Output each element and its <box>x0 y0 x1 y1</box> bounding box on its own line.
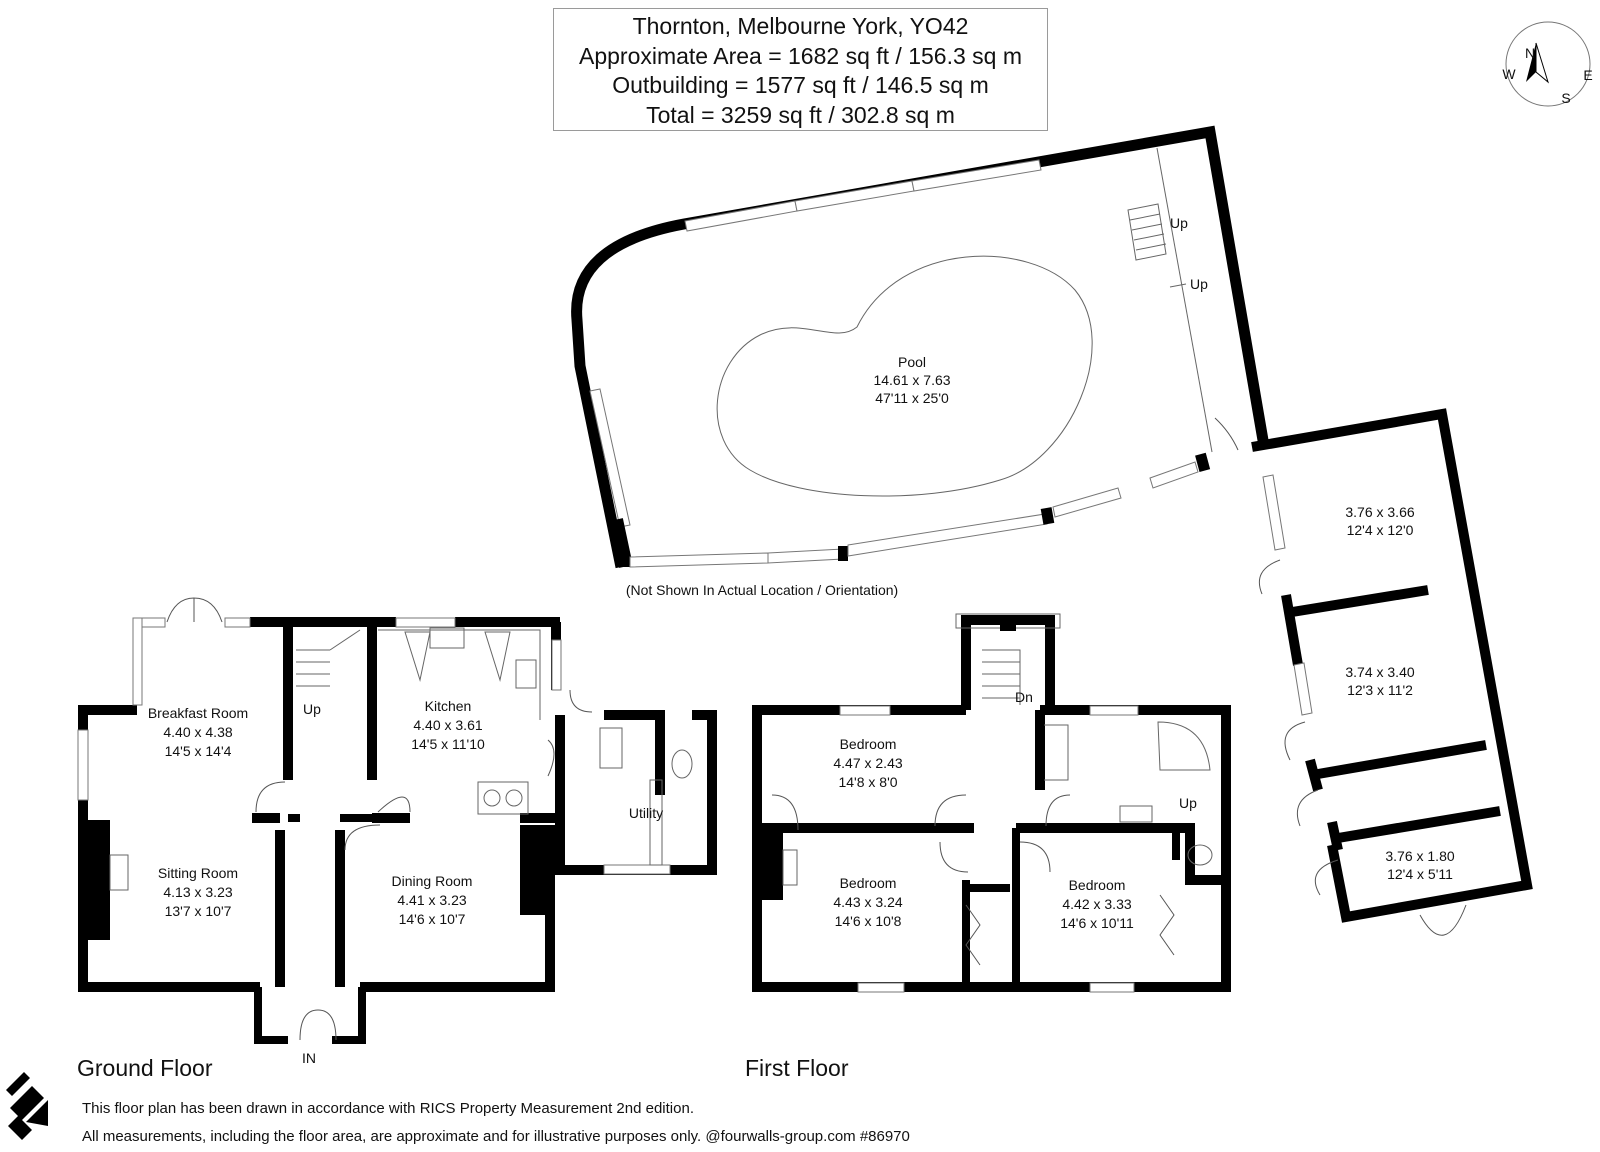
compass-west: W <box>1502 66 1516 82</box>
outbuilding-area-line: Outbuilding = 1577 sq ft / 146.5 sq m <box>612 72 989 98</box>
first-stairs-down-label: Dn <box>1015 689 1033 705</box>
first-stairs-up-label: Up <box>1179 795 1197 811</box>
out-room1-metric: 3.76 x 3.66 <box>1345 504 1414 520</box>
pool-steps-up-label: Up <box>1170 215 1188 231</box>
kitchen-name: Kitchen <box>425 698 472 714</box>
pool-steps <box>1127 203 1167 261</box>
kitchen-metric: 4.40 x 3.61 <box>413 717 482 733</box>
fourwalls-logo-icon <box>6 1072 48 1140</box>
first-floor-plan: Bedroom 4.47 x 2.43 14'8 x 8'0 Bedroom 4… <box>752 613 1231 993</box>
utility-name: Utility <box>629 805 663 821</box>
ground-floor-label: Ground Floor <box>77 1055 213 1081</box>
breakfast-room-metric: 4.40 x 4.38 <box>163 724 232 740</box>
ground-stairs-up-label: Up <box>303 701 321 717</box>
pool-metric: 14.61 x 7.63 <box>873 372 950 388</box>
disclaimer-note: All measurements, including the floor ar… <box>82 1128 910 1145</box>
outbuilding-rooms: 3.76 x 3.66 12'4 x 12'0 3.74 x 3.40 12'3… <box>1251 408 1533 936</box>
out-room3-imperial: 12'4 x 5'11 <box>1387 866 1453 882</box>
bedroom3-metric: 4.42 x 3.33 <box>1062 896 1131 912</box>
compass-east: E <box>1583 67 1592 83</box>
bedroom3-imperial: 14'6 x 10'11 <box>1060 915 1134 931</box>
dining-room-imperial: 14'6 x 10'7 <box>399 911 466 927</box>
pool-name: Pool <box>898 354 926 370</box>
dining-room-metric: 4.41 x 3.23 <box>397 892 466 908</box>
first-floor-label: First Floor <box>745 1055 849 1081</box>
bedroom1-name: Bedroom <box>840 736 897 752</box>
sitting-room-name: Sitting Room <box>158 865 238 881</box>
out-room2-imperial: 12'3 x 11'2 <box>1347 682 1413 698</box>
bedroom2-imperial: 14'6 x 10'8 <box>835 913 902 929</box>
kitchen-imperial: 14'5 x 11'10 <box>411 736 485 752</box>
entrance-label: IN <box>302 1050 316 1066</box>
breakfast-room-name: Breakfast Room <box>148 705 248 721</box>
out-room3-metric: 3.76 x 1.80 <box>1385 848 1454 864</box>
out-room2-metric: 3.74 x 3.40 <box>1345 664 1414 680</box>
total-area-line: Total = 3259 sq ft / 302.8 sq m <box>646 101 955 128</box>
pool-house: Up Up Pool 14.61 x 7.63 47'11 x 25'0 <box>571 125 1270 569</box>
approx-area-line: Approximate Area = 1682 sq ft / 156.3 sq… <box>578 42 1022 69</box>
sitting-room-metric: 4.13 x 3.23 <box>163 884 232 900</box>
dining-room-name: Dining Room <box>392 873 473 889</box>
sitting-room-imperial: 13'7 x 10'7 <box>165 903 232 919</box>
pool-outline <box>716 255 1093 497</box>
address-line: Thornton, Melbourne York, YO42 <box>632 13 969 39</box>
pool-imperial: 47'11 x 25'0 <box>875 390 949 406</box>
breakfast-room-imperial: 14'5 x 14'4 <box>165 743 232 759</box>
bedroom3-name: Bedroom <box>1069 877 1126 893</box>
compass-north: N <box>1525 45 1535 61</box>
bedroom1-metric: 4.47 x 2.43 <box>833 755 902 771</box>
bedroom1-imperial: 14'8 x 8'0 <box>838 774 897 790</box>
outbuilding-note: (Not Shown In Actual Location / Orientat… <box>626 582 898 598</box>
bedroom2-name: Bedroom <box>840 875 897 891</box>
ground-floor-plan: Breakfast Room 4.40 x 4.38 14'5 x 14'4 S… <box>77 597 717 1066</box>
out-room1-imperial: 12'4 x 12'0 <box>1347 522 1414 538</box>
pool-walkway-up-label: Up <box>1190 276 1208 292</box>
compass-icon: N E S W <box>1502 21 1593 107</box>
compass-south: S <box>1561 90 1570 106</box>
title-box: Thornton, Melbourne York, YO42 Approxima… <box>553 8 1048 131</box>
bedroom2-metric: 4.43 x 3.24 <box>833 894 902 910</box>
rics-note: This floor plan has been drawn in accord… <box>82 1100 694 1117</box>
